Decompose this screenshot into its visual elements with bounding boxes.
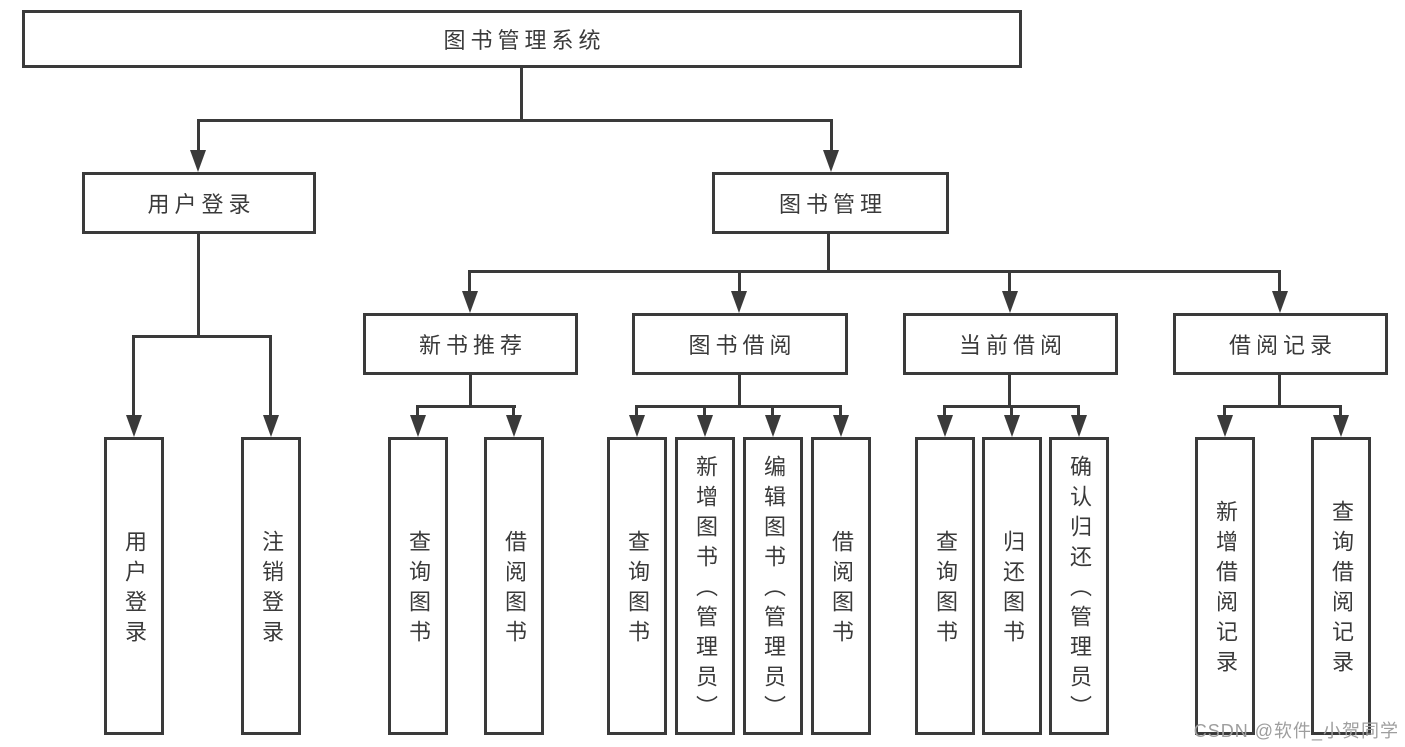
connector-drop-user-login — [197, 119, 200, 151]
leaf-confirm-return-admin: 确认归还（管理员） — [1049, 437, 1109, 735]
node-book-borrowing: 图书借阅 — [632, 313, 848, 375]
arrow-down-icon — [731, 291, 747, 313]
node-current-borrowing: 当前借阅 — [903, 313, 1118, 375]
connector-rail-user-login — [132, 335, 272, 338]
node-new-book-recommendation: 新书推荐 — [363, 313, 578, 375]
connector-drop-leaf — [512, 405, 515, 416]
connector-drop-current-borrowing — [1008, 270, 1011, 291]
leaf-edit-books-admin: 编辑图书（管理员） — [743, 437, 803, 735]
connector-borrowing-records-stem — [1278, 375, 1281, 408]
csdn-watermark: CSDN @软件_小贺同学 — [1193, 721, 1399, 741]
arrow-down-icon — [1071, 415, 1087, 437]
leaf-borrow-books-recommend: 借阅图书 — [484, 437, 544, 735]
arrow-down-icon — [697, 415, 713, 437]
arrow-down-icon — [823, 150, 839, 172]
arrow-down-icon — [765, 415, 781, 437]
connector-drop-leaf — [703, 405, 706, 416]
connector-root-stem — [520, 68, 523, 122]
connector-drop-leaf — [943, 405, 946, 416]
leaf-query-books-borrowing: 查询图书 — [607, 437, 667, 735]
arrow-down-icon — [1333, 415, 1349, 437]
connector-rail-level2 — [197, 119, 833, 122]
connector-rail-book-borrowing — [635, 405, 842, 408]
arrow-down-icon — [126, 415, 142, 437]
connector-rail-new-book — [416, 405, 516, 408]
leaf-borrow-books-borrowing: 借阅图书 — [811, 437, 871, 735]
connector-book-management-stem — [827, 234, 830, 273]
connector-drop-leaf — [1223, 405, 1226, 416]
arrow-down-icon — [1217, 415, 1233, 437]
connector-rail-borrowing-records — [1223, 405, 1342, 408]
connector-user-login-stem — [197, 234, 200, 338]
leaf-query-books-recommend: 查询图书 — [388, 437, 448, 735]
node-book-management: 图书管理 — [712, 172, 949, 234]
arrow-down-icon — [462, 291, 478, 313]
connector-new-book-stem — [469, 375, 472, 408]
node-library-management-system: 图书管理系统 — [22, 10, 1022, 68]
arrow-down-icon — [937, 415, 953, 437]
connector-drop-borrowing-records — [1278, 270, 1281, 291]
connector-drop-book-borrowing — [738, 270, 741, 291]
leaf-user-login: 用户登录 — [104, 437, 164, 735]
arrow-down-icon — [506, 415, 522, 437]
connector-drop-book-management — [830, 119, 833, 151]
arrow-down-icon — [1002, 291, 1018, 313]
connector-current-borrowing-stem — [1008, 375, 1011, 408]
connector-drop-leaf — [839, 405, 842, 416]
connector-drop-leaf — [132, 335, 135, 416]
leaf-add-borrow-record: 新增借阅记录 — [1195, 437, 1255, 735]
connector-drop-leaf — [771, 405, 774, 416]
leaf-return-books: 归还图书 — [982, 437, 1042, 735]
arrow-down-icon — [263, 415, 279, 437]
connector-drop-leaf — [1339, 405, 1342, 416]
node-borrowing-records: 借阅记录 — [1173, 313, 1388, 375]
connector-drop-leaf — [1010, 405, 1013, 416]
arrow-down-icon — [629, 415, 645, 437]
node-user-login: 用户登录 — [82, 172, 316, 234]
connector-drop-leaf — [269, 335, 272, 416]
connector-rail-level3 — [468, 270, 1281, 273]
leaf-add-books-admin: 新增图书（管理员） — [675, 437, 735, 735]
connector-drop-leaf — [416, 405, 419, 416]
arrow-down-icon — [1272, 291, 1288, 313]
leaf-logout-login: 注销登录 — [241, 437, 301, 735]
arrow-down-icon — [410, 415, 426, 437]
arrow-down-icon — [1004, 415, 1020, 437]
leaf-query-borrow-record: 查询借阅记录 — [1311, 437, 1371, 735]
connector-drop-leaf — [1077, 405, 1080, 416]
leaf-query-books-current: 查询图书 — [915, 437, 975, 735]
connector-drop-new-book — [468, 270, 471, 291]
arrow-down-icon — [190, 150, 206, 172]
connector-drop-leaf — [635, 405, 638, 416]
connector-book-borrowing-stem — [738, 375, 741, 408]
arrow-down-icon — [833, 415, 849, 437]
